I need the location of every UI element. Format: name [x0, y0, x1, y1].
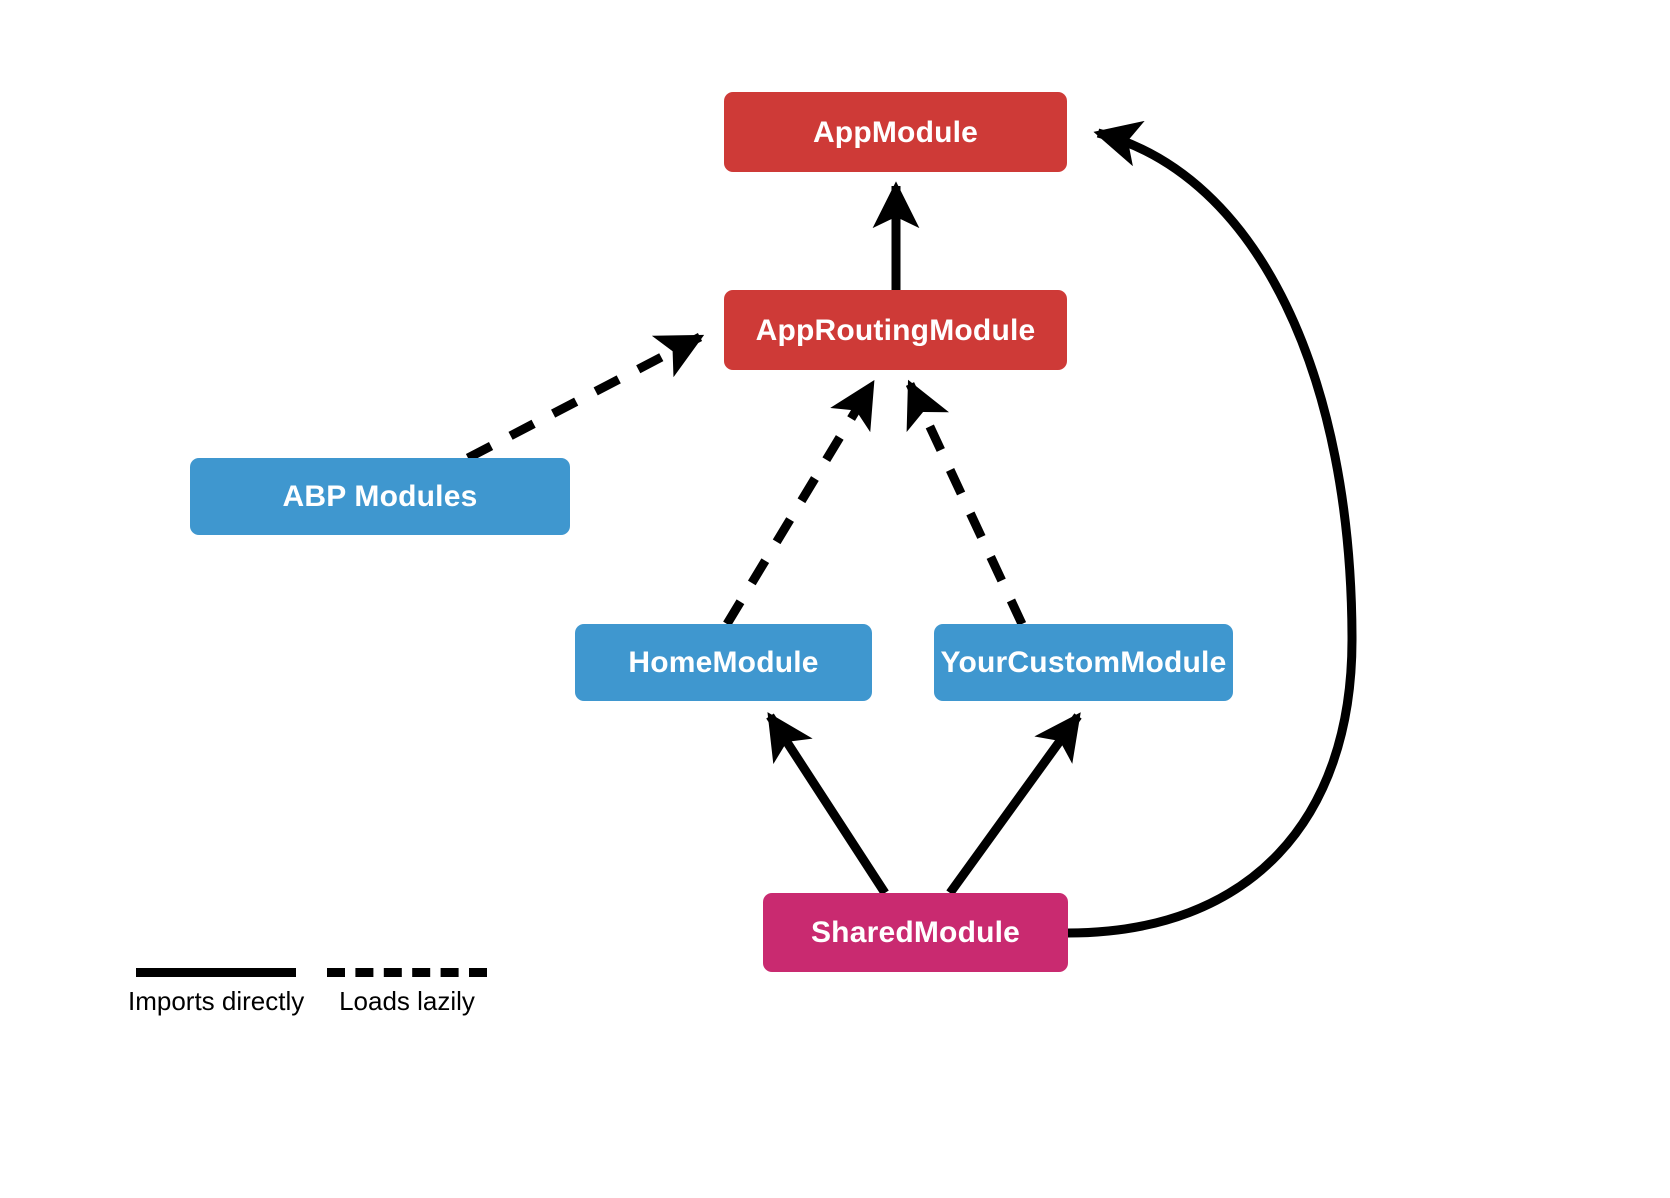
edge-shared-to-home	[766, 712, 889, 896]
legend-solid-label: Imports directly	[128, 986, 305, 1016]
node-abp-modules-label: ABP Modules	[282, 480, 478, 513]
node-app-routing-module[interactable]: AppRoutingModule	[724, 290, 1067, 370]
node-shared-module-label: SharedModule	[810, 916, 1021, 949]
legend-item-loads-lazily: Loads lazily	[327, 968, 487, 1017]
node-app-module-label: AppModule	[812, 115, 979, 149]
legend-dashed-line-swatch	[327, 968, 487, 977]
edge-custom-to-routing	[905, 379, 1027, 626]
node-abp-modules[interactable]: ABP Modules	[190, 458, 570, 535]
node-home-module-label: HomeModule	[628, 646, 819, 679]
legend-solid-line-swatch	[136, 968, 297, 977]
node-home-module[interactable]: HomeModule	[575, 624, 872, 701]
node-app-module[interactable]: AppModule	[724, 92, 1067, 172]
edge-shared-to-custom	[946, 712, 1082, 896]
legend-dashed-label: Loads lazily	[339, 986, 475, 1016]
edge-abp-to-routing	[465, 333, 705, 462]
node-shared-module[interactable]: SharedModule	[763, 893, 1068, 972]
edge-home-to-routing	[723, 379, 876, 627]
node-your-custom-module-label: YourCustomModule	[940, 646, 1227, 679]
node-app-routing-module-label: AppRoutingModule	[755, 313, 1036, 347]
node-your-custom-module[interactable]: YourCustomModule	[934, 624, 1233, 701]
edge-shared-to-app	[1067, 120, 1357, 938]
legend-item-imports-directly: Imports directly	[128, 968, 304, 1017]
